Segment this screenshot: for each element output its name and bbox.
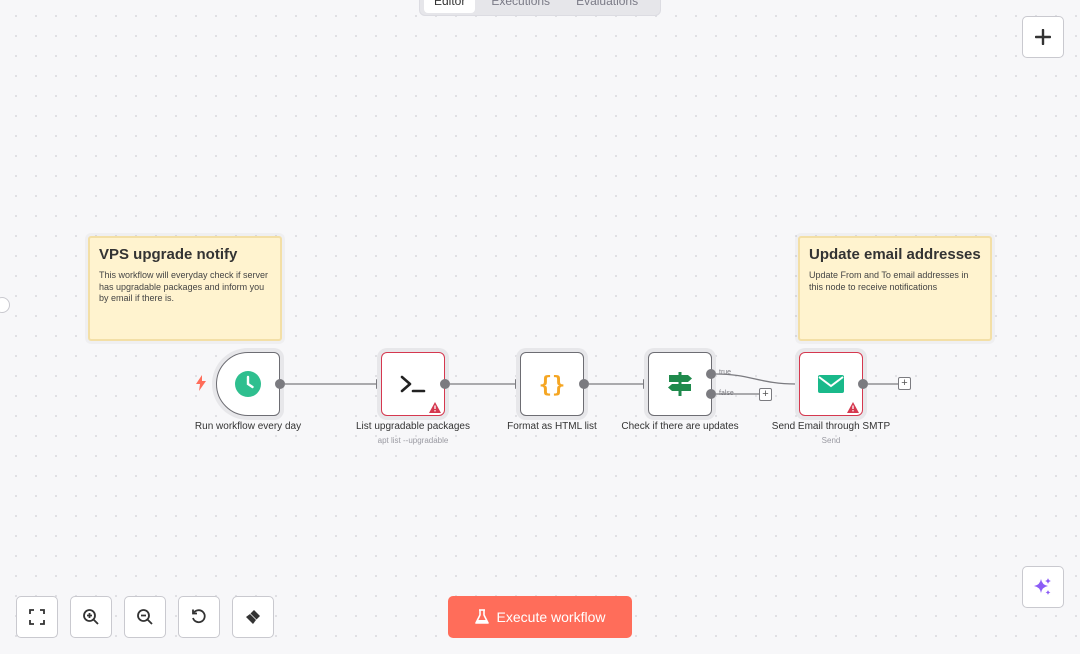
connection-line[interactable] (715, 373, 797, 385)
branch-label-false: false (719, 390, 734, 397)
input-handle[interactable] (643, 379, 648, 389)
bolt-icon (196, 375, 206, 391)
add-node-after-button[interactable]: + (898, 377, 911, 390)
code-braces-icon: {} (539, 373, 566, 398)
sparkle-icon (1034, 578, 1051, 595)
envelope-icon (818, 375, 844, 393)
clock-icon (235, 371, 261, 397)
node-subtitle: Send (821, 436, 841, 445)
input-handle[interactable] (515, 379, 520, 389)
ai-assistant-button[interactable] (1022, 566, 1064, 608)
add-node-false-button[interactable]: + (759, 388, 772, 401)
node-format-html[interactable]: {} (520, 352, 584, 416)
node-label: Send Email through SMTP (771, 421, 891, 432)
view-tabs: Editor Executions Evaluations (419, 0, 661, 16)
sticky-body: Update From and To email addresses in th… (809, 270, 969, 292)
input-handle[interactable] (795, 379, 800, 389)
signpost-icon (668, 372, 692, 396)
terminal-icon (400, 375, 426, 393)
output-handle[interactable] (440, 379, 450, 389)
node-list-packages[interactable] (381, 352, 445, 416)
zoom-out-button[interactable] (124, 596, 166, 638)
warning-icon (847, 402, 859, 413)
plus-icon (1035, 29, 1051, 45)
sticky-note-vps[interactable]: VPS upgrade notify This workflow will ev… (88, 236, 282, 341)
broom-icon (246, 610, 260, 624)
node-label: List upgradable packages (356, 421, 470, 432)
output-handle-true[interactable] (706, 369, 716, 379)
branch-label-true: true (719, 369, 732, 376)
output-handle[interactable] (579, 379, 589, 389)
node-send-email[interactable] (799, 352, 863, 416)
flask-icon (474, 609, 489, 624)
output-handle-false[interactable] (706, 389, 716, 399)
tidy-up-button[interactable] (232, 596, 274, 638)
sticky-title: VPS upgrade notify (99, 246, 238, 263)
tab-evaluations[interactable]: Evaluations (576, 0, 639, 8)
node-subtitle: apt list --upgradable (377, 436, 449, 445)
node-label: Check if there are updates (621, 421, 739, 432)
warning-icon (429, 402, 441, 413)
fit-view-icon (29, 609, 45, 625)
add-node-button[interactable] (1022, 16, 1064, 58)
fit-view-button[interactable] (16, 596, 58, 638)
sticky-note-email[interactable]: Update email addresses Update From and T… (798, 236, 992, 341)
execute-workflow-label: Execute workflow (496, 609, 606, 625)
reset-zoom-button[interactable] (178, 596, 220, 638)
svg-text:{}: {} (539, 373, 566, 398)
tab-editor[interactable]: Editor (424, 0, 476, 13)
node-schedule-trigger[interactable] (216, 352, 280, 416)
sticky-title: Update email addresses (809, 246, 981, 263)
output-handle[interactable] (275, 379, 285, 389)
zoom-out-icon (137, 609, 153, 625)
sticky-body: This workflow will everyday check if ser… (99, 270, 269, 303)
output-handle[interactable] (858, 379, 868, 389)
canvas-controls (16, 596, 274, 638)
node-if-updates[interactable] (648, 352, 712, 416)
zoom-in-button[interactable] (70, 596, 112, 638)
input-handle[interactable] (376, 379, 381, 389)
tab-executions[interactable]: Executions (491, 0, 551, 8)
undo-icon (192, 609, 206, 624)
zoom-in-icon (83, 609, 99, 625)
execute-workflow-button[interactable]: Execute workflow (448, 596, 632, 638)
node-label: Run workflow every day (194, 421, 302, 432)
node-label: Format as HTML list (507, 421, 597, 432)
